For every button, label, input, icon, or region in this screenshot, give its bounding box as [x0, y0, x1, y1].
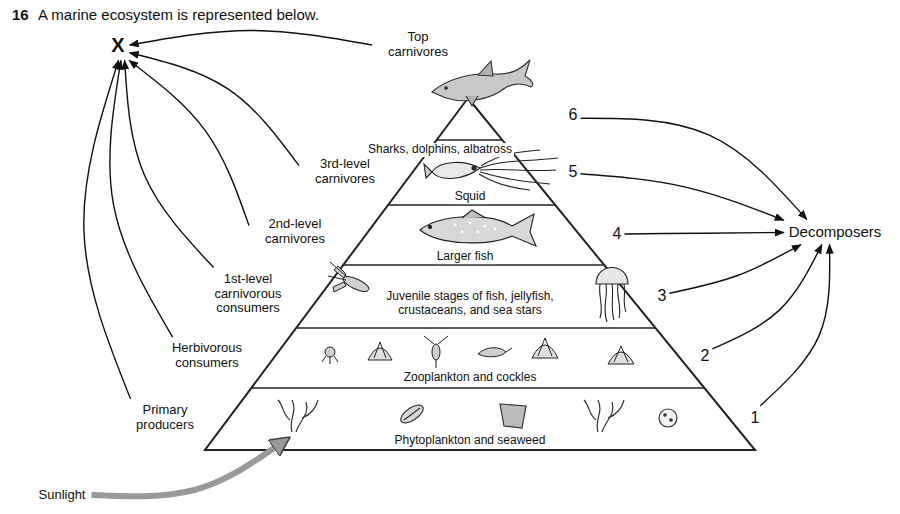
band-text: Zooplankton and cockles	[402, 371, 539, 385]
decay-arrow	[760, 245, 830, 406]
decay-arrow	[580, 174, 783, 221]
sink-label: X	[109, 33, 126, 58]
sunlight-arrow	[91, 446, 277, 496]
question-title: A marine ecosystem is represented below.	[38, 6, 319, 23]
label-text: Primary producers	[124, 403, 206, 433]
pyramid-band: Sharks, dolphins, albatross 6	[360, 60, 590, 162]
pyramid-band: Phytoplankton and seaweed 1	[205, 388, 768, 450]
energy-arrow	[129, 61, 249, 226]
level-number: 5	[569, 163, 578, 181]
label-text: Top carnivores	[377, 30, 459, 60]
label-text: Herbivorous consumers	[166, 341, 248, 371]
label-text: 1st-level carnivorous consumers	[207, 272, 289, 317]
level-number: 2	[701, 347, 710, 365]
level-label: Herbivorous consumers	[164, 340, 250, 372]
decay-arrow	[712, 245, 821, 349]
level-label: Top carnivores	[375, 29, 461, 61]
label-text: 2nd-level carnivores	[254, 217, 336, 247]
sunlight-label: Sunlight	[37, 487, 88, 504]
pyramid-band: Juvenile stages of fish, jellyfish, crus…	[296, 265, 675, 328]
level-number: 6	[569, 106, 578, 124]
pyramid-band: Larger fish 4	[343, 205, 630, 265]
energy-arrow	[125, 61, 214, 268]
decay-arrow	[624, 232, 783, 233]
level-number: 1	[751, 409, 760, 427]
energy-arrow	[84, 61, 131, 400]
band-text: Squid	[453, 190, 488, 204]
band-text: Phytoplankton and seaweed	[393, 434, 548, 448]
label-text: X	[111, 34, 124, 57]
decay-arrow	[669, 245, 800, 294]
band-text: Larger fish	[435, 250, 496, 264]
level-label: 3rd-level carnivores	[302, 156, 388, 188]
label-text: Decomposers	[789, 223, 882, 240]
pyramid-band: Squid 5	[388, 140, 590, 205]
band-text: Juvenile stages of fish, jellyfish, crus…	[368, 290, 572, 318]
level-label: 2nd-level carnivores	[252, 216, 338, 248]
question-number: 16	[12, 6, 29, 23]
pyramid-band: Zooplankton and cockles 2	[251, 328, 718, 388]
label-text: 3rd-level carnivores	[304, 157, 386, 187]
level-number: 3	[658, 287, 667, 305]
energy-arrow	[130, 30, 372, 45]
label-text: Sunlight	[39, 488, 86, 503]
band-text: Sharks, dolphins, albatross	[366, 143, 514, 157]
decomposers-label: Decomposers	[787, 222, 884, 241]
level-number: 4	[613, 225, 622, 243]
level-label: 1st-level carnivorous consumers	[205, 271, 291, 318]
energy-arrow	[110, 61, 173, 338]
decay-arrow	[580, 118, 806, 219]
level-label: Primary producers	[122, 402, 208, 434]
energy-arrow	[130, 53, 299, 166]
